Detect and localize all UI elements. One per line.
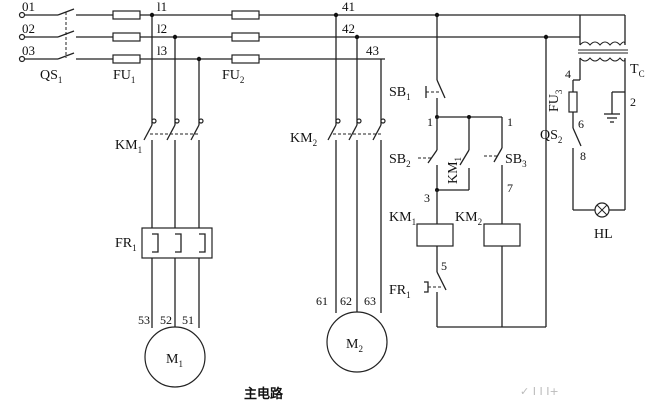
terminal-51: 51 bbox=[182, 313, 194, 327]
node-4: 4 bbox=[565, 67, 571, 81]
node-1a: 1 bbox=[427, 115, 433, 129]
control-circuit bbox=[416, 12, 549, 328]
line-label-03: 03 bbox=[22, 43, 35, 58]
node-label-41: 41 bbox=[342, 0, 355, 14]
fr1-ctrl-label: FR1 bbox=[389, 283, 411, 300]
km1-main-label: KM1 bbox=[115, 138, 142, 155]
watermark: ✓ I I I+ bbox=[520, 385, 559, 398]
km2-coil-label: KM2 bbox=[455, 210, 482, 227]
fu3-label: FU3 bbox=[547, 89, 564, 112]
labels: 01 02 03 l1 l2 l3 41 42 43 QS1 FU1 FU2 K… bbox=[22, 0, 645, 402]
lighting-circuit bbox=[568, 14, 628, 218]
node-6: 6 bbox=[578, 117, 584, 131]
line-label-02: 02 bbox=[22, 21, 35, 36]
motor-m2-label: M2 bbox=[346, 337, 363, 354]
terminal-63: 63 bbox=[364, 294, 376, 308]
terminal-62: 62 bbox=[340, 294, 352, 308]
fu1-label: FU1 bbox=[113, 68, 135, 85]
tc-label: TC bbox=[630, 62, 645, 79]
hl-label: HL bbox=[594, 227, 613, 242]
caption: 主电路 bbox=[244, 386, 284, 402]
node-8: 8 bbox=[580, 149, 586, 163]
supply-lines bbox=[18, 8, 580, 64]
qs1-label: QS1 bbox=[40, 68, 62, 85]
motor-m2-branch bbox=[326, 12, 388, 373]
node-1b: 1 bbox=[507, 115, 513, 129]
km1-coil-label: KM1 bbox=[389, 210, 416, 227]
line-label-01: 01 bbox=[22, 0, 35, 14]
node-7: 7 bbox=[507, 181, 513, 195]
fr1-label: FR1 bbox=[115, 236, 137, 253]
node-2: 2 bbox=[630, 95, 636, 109]
sb2-label: SB2 bbox=[389, 152, 411, 169]
motor-m1-branch bbox=[141, 12, 213, 388]
terminal-53: 53 bbox=[138, 313, 150, 327]
motor-m1-label: M1 bbox=[166, 352, 183, 369]
node-label-42: 42 bbox=[342, 21, 355, 36]
node-label-l3: l3 bbox=[157, 43, 167, 58]
km2-main-label: KM2 bbox=[290, 131, 317, 148]
sb3-label: SB3 bbox=[505, 152, 527, 169]
node-label-43: 43 bbox=[366, 43, 379, 58]
terminal-61: 61 bbox=[316, 294, 328, 308]
node-3: 3 bbox=[424, 191, 430, 205]
node-label-l2: l2 bbox=[157, 21, 167, 36]
km1-aux-label: KM1 bbox=[446, 157, 463, 184]
fu2-label: FU2 bbox=[222, 68, 244, 85]
node-5: 5 bbox=[441, 259, 447, 273]
terminal-52: 52 bbox=[160, 313, 172, 327]
sb1-label: SB1 bbox=[389, 85, 411, 102]
node-label-l1: l1 bbox=[157, 0, 167, 14]
qs2-label: QS2 bbox=[540, 128, 562, 145]
